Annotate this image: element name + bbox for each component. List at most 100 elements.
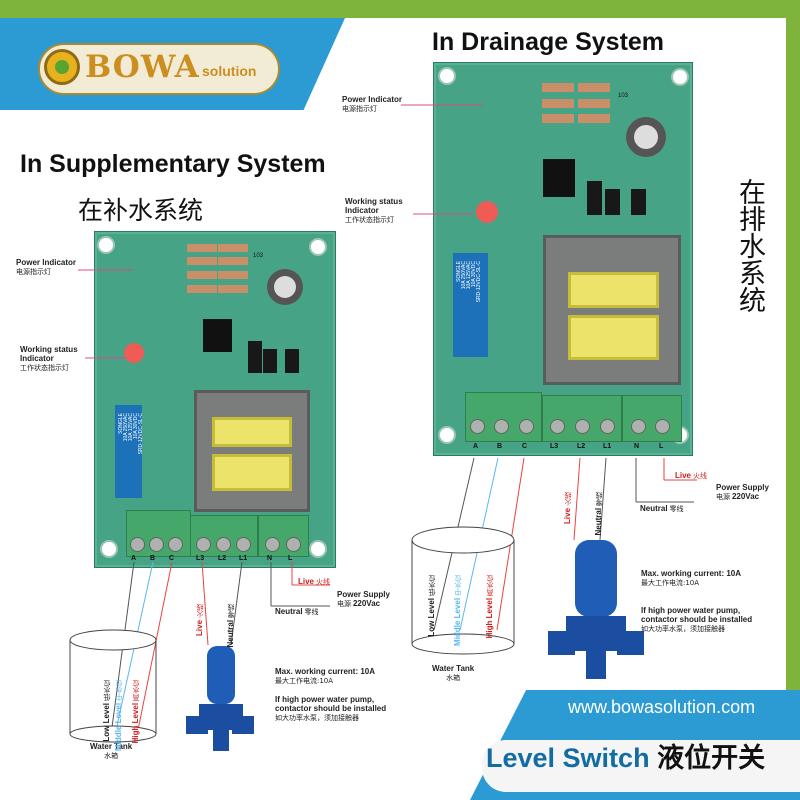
- drainage-board-code: 103: [618, 93, 629, 99]
- supplementary-water-tank: [69, 629, 157, 743]
- terminal-label-n: N: [267, 555, 273, 562]
- board-mounting-hole: [100, 540, 118, 558]
- supplementary-power-indicator-label: Power Indicator 电源指示灯: [16, 258, 77, 277]
- terminal-screw-icon: [286, 537, 301, 552]
- drainage-system-title-cn: 在排水系统: [734, 178, 765, 313]
- terminal-screw-icon: [575, 419, 590, 434]
- right-green-border: [786, 0, 800, 800]
- board-mounting-hole: [97, 236, 115, 254]
- supplementary-system-title: In Supplementary System: [20, 150, 326, 178]
- transformer-coil: [212, 417, 292, 447]
- product-title-en: Level Switch: [486, 743, 650, 773]
- drainage-power-terminal: [622, 395, 682, 442]
- terminal-label-l1: L1: [603, 443, 612, 450]
- board-mounting-hole: [309, 238, 327, 256]
- terminal-label-l3: L3: [550, 443, 559, 450]
- supplementary-component-details: 103: [124, 244, 303, 373]
- board-mounting-hole: [438, 67, 456, 85]
- terminal-screw-icon: [265, 537, 280, 552]
- brand-tagline: solution: [202, 63, 257, 79]
- supplementary-contactor-note: If high power water pump, contactor shou…: [275, 695, 387, 723]
- drainage-high-level-label: High Level 高水位: [485, 575, 494, 639]
- terminal-label-a: A: [473, 443, 479, 450]
- supplementary-neutral-label: Neutral 零线: [275, 607, 319, 617]
- drainage-system-title: In Drainage System: [432, 28, 665, 56]
- terminal-label-b: B: [497, 443, 503, 450]
- drainage-current-note: Max. working current: 10A 最大工作电流:10A: [641, 569, 742, 588]
- terminal-screw-icon: [600, 419, 615, 434]
- supplementary-current-note: Max. working current: 10A 最大工作电流:10A: [275, 667, 376, 686]
- drainage-load-terminal: [542, 395, 622, 442]
- supplementary-live-label: Live 火线: [298, 577, 330, 587]
- drainage-contactor-note: If high power water pump, contactor shou…: [641, 606, 753, 634]
- terminal-screw-icon: [470, 419, 485, 434]
- terminal-screw-icon: [494, 419, 509, 434]
- transformer-coil: [568, 315, 659, 360]
- drainage-component-details: 103: [476, 83, 666, 223]
- drainage-pump-neutral-label: Neutral 零线: [594, 492, 603, 536]
- drainage-live-label: Live 火线: [675, 471, 707, 481]
- terminal-screw-icon: [655, 419, 670, 434]
- supplementary-low-level-label: Low Level 低水位: [102, 680, 111, 742]
- drainage-water-pump: [548, 540, 644, 679]
- terminal-label-l1: L1: [239, 555, 248, 562]
- terminal-label-c: C: [522, 443, 528, 450]
- drainage-pump-live-label: Live 火线: [563, 492, 572, 524]
- transformer-coil: [568, 272, 659, 308]
- board-mounting-hole: [309, 540, 327, 558]
- supplementary-power-supply-label: Power Supply 电源 220Vac: [337, 590, 390, 609]
- terminal-label-l3: L3: [196, 555, 205, 562]
- supplementary-pump-live-label: Live 火线: [195, 604, 204, 636]
- drainage-water-tank-label: Water Tank 水箱: [432, 664, 475, 683]
- terminal-screw-icon: [631, 419, 646, 434]
- drainage-working-status-label: Working status Indicator 工作状态指示灯: [345, 197, 403, 225]
- indicator-pointer-lines: [78, 104, 483, 359]
- website-url[interactable]: www.bowasolution.com: [568, 697, 756, 717]
- transformer-coil: [212, 454, 292, 491]
- terminal-label-l2: L2: [218, 555, 227, 562]
- supplementary-high-level-label: High Level 高水位: [131, 680, 140, 744]
- top-green-border: [0, 0, 800, 18]
- terminal-screw-icon: [236, 537, 251, 552]
- supplementary-system-title-cn: 在补水系统: [78, 196, 204, 225]
- drainage-middle-level-label: Middle Level 中水位: [453, 575, 462, 646]
- terminal-label-l2: L2: [577, 443, 586, 450]
- drainage-transformer: [543, 235, 681, 385]
- terminal-label-l: L: [288, 555, 293, 562]
- board-mounting-hole: [438, 426, 456, 444]
- product-title: Level Switch 液位开关: [486, 736, 765, 775]
- terminal-screw-icon: [149, 537, 164, 552]
- drainage-power-supply-label: Power Supply 电源 220Vac: [716, 483, 769, 502]
- board-mounting-hole: [671, 68, 689, 86]
- drainage-power-indicator-label: Power Indicator 电源指示灯: [342, 95, 403, 114]
- drainage-low-level-label: Low Level 低水位: [427, 575, 436, 637]
- supplementary-middle-level-label: Middle Level 中水位: [114, 680, 123, 751]
- terminal-screw-icon: [196, 537, 211, 552]
- terminal-label-b: B: [150, 555, 156, 562]
- terminal-screw-icon: [550, 419, 565, 434]
- supplementary-transformer: [194, 390, 310, 512]
- terminal-screw-icon: [216, 537, 231, 552]
- drainage-neutral-label: Neutral 零线: [640, 504, 684, 514]
- drainage-water-tank: [411, 526, 515, 655]
- supplementary-working-status-label: Working status Indicator 工作状态指示灯: [20, 345, 78, 373]
- terminal-label-n: N: [634, 443, 640, 450]
- product-title-cn: 液位开关: [657, 743, 766, 774]
- supplementary-water-pump: [186, 646, 254, 751]
- product-title-plate: [482, 740, 800, 792]
- supplementary-board-code: 103: [253, 253, 264, 259]
- terminal-screw-icon: [130, 537, 145, 552]
- terminal-screw-icon: [519, 419, 534, 434]
- brand-mark-icon: [44, 49, 80, 85]
- terminal-screw-icon: [168, 537, 183, 552]
- terminal-label-a: A: [131, 555, 137, 562]
- supplementary-pump-neutral-label: Neutral 零线: [226, 604, 235, 648]
- terminal-label-c: C: [169, 555, 175, 562]
- brand-name: BOWA: [85, 49, 200, 85]
- terminal-label-l: L: [659, 443, 664, 450]
- supplementary-water-tank-label: Water Tank 水箱: [90, 742, 133, 761]
